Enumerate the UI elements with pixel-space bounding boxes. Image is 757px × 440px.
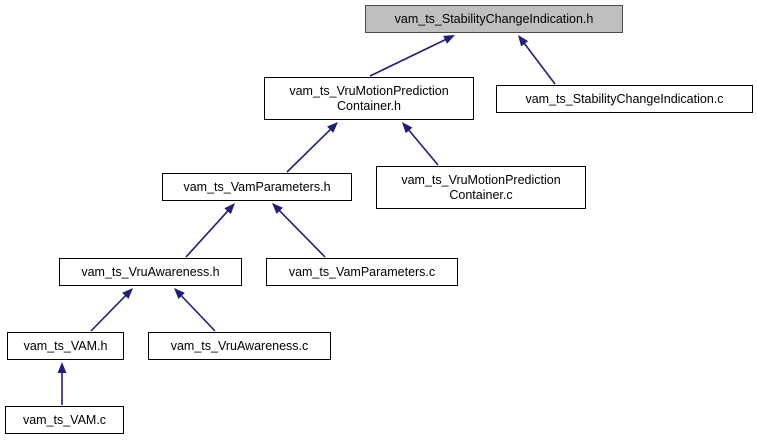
graph-node-vam_h[interactable]: vam_ts_VAM.h [7,332,124,360]
graph-node-label: vam_ts_VruMotionPrediction Container.c [401,172,561,202]
graph-arrowhead-vrumotion_c-to-vrumotion_h [402,122,413,134]
graph-arrowhead-vam_h-to-vruaware_h [122,288,133,299]
graph-node-vamparams_c[interactable]: vam_ts_VamParameters.c [266,258,458,286]
graph-node-label: vam_ts_VruMotionPrediction Container.h [289,83,449,113]
graph-arrowhead-vamparams_h-to-vrumotion_h [327,122,338,133]
graph-arrowhead-vrumotion_h-to-stability_h [443,35,455,44]
graph-arrowhead-vamparams_c-to-vamparams_h [272,203,283,214]
graph-arrowhead-vruaware_c-to-vruaware_h [174,288,185,299]
graph-arrowhead-vam_c-to-vam_h [57,362,67,373]
graph-node-label: vam_ts_StabilityChangeIndication.c [525,91,724,106]
graph-node-label: vam_ts_StabilityChangeIndication.h [394,11,594,26]
graph-edge-stability_c-to-stability_h [523,42,556,85]
graph-edge-vruaware_c-to-vruaware_h [179,294,216,332]
graph-node-label: vam_ts_VamParameters.c [288,264,436,279]
graph-node-vruaware_c[interactable]: vam_ts_VruAwareness.c [148,332,331,360]
graph-edge-vrumotion_c-to-vrumotion_h [407,128,439,166]
graph-edge-vamparams_h-to-vrumotion_h [286,128,332,173]
graph-edge-vruaware_h-to-vamparams_h [185,209,230,258]
graph-node-vam_c[interactable]: vam_ts_VAM.c [5,406,124,434]
graph-node-label: vam_ts_VruAwareness.c [170,338,309,353]
graph-arrowhead-stability_c-to-stability_h [518,35,529,47]
graph-node-vamparams_h[interactable]: vam_ts_VamParameters.h [162,173,352,201]
graph-node-vrumotion_h[interactable]: vam_ts_VruMotionPrediction Container.h [264,77,474,120]
graph-arrowhead-vruaware_h-to-vamparams_h [224,203,235,215]
graph-edge-vamparams_c-to-vamparams_h [278,209,326,258]
graph-node-vruaware_h[interactable]: vam_ts_VruAwareness.h [59,258,242,286]
graph-node-label: vam_ts_VamParameters.h [183,179,331,194]
graph-node-label: vam_ts_VAM.h [23,338,108,353]
graph-node-label: vam_ts_VruAwareness.h [81,264,220,279]
graph-node-vrumotion_c[interactable]: vam_ts_VruMotionPrediction Container.c [376,166,586,209]
graph-node-stability_h[interactable]: vam_ts_StabilityChangeIndication.h [365,5,623,33]
graph-node-stability_c[interactable]: vam_ts_StabilityChangeIndication.c [496,85,753,113]
graph-node-label: vam_ts_VAM.c [22,412,107,427]
graph-edge-vam_h-to-vruaware_h [90,294,127,332]
graph-edge-vrumotion_h-to-stability_h [369,38,447,77]
